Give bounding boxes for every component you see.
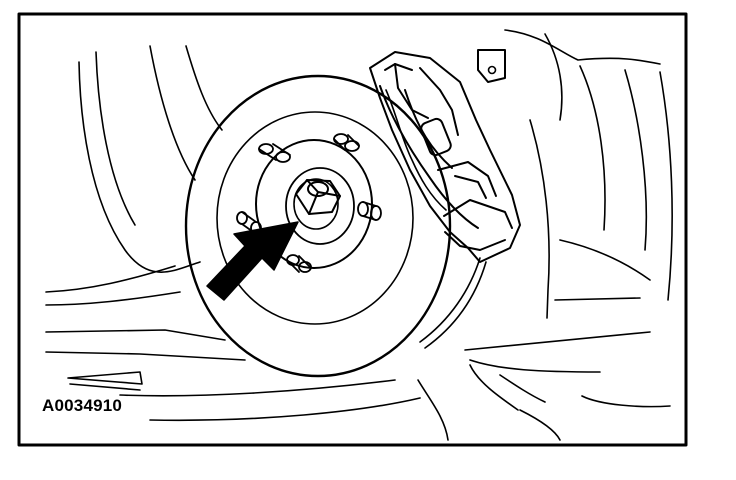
brake-caliper — [369, 51, 521, 263]
figure-id-label: A0034910 — [42, 396, 123, 415]
arrow-icon — [206, 221, 299, 301]
background-body-panels — [45, 29, 673, 441]
figure-frame — [17, 12, 688, 447]
brake-rotor — [184, 74, 452, 378]
brake-hose — [385, 89, 487, 349]
spindle-nut — [295, 179, 341, 215]
lug-studs — [236, 133, 382, 273]
